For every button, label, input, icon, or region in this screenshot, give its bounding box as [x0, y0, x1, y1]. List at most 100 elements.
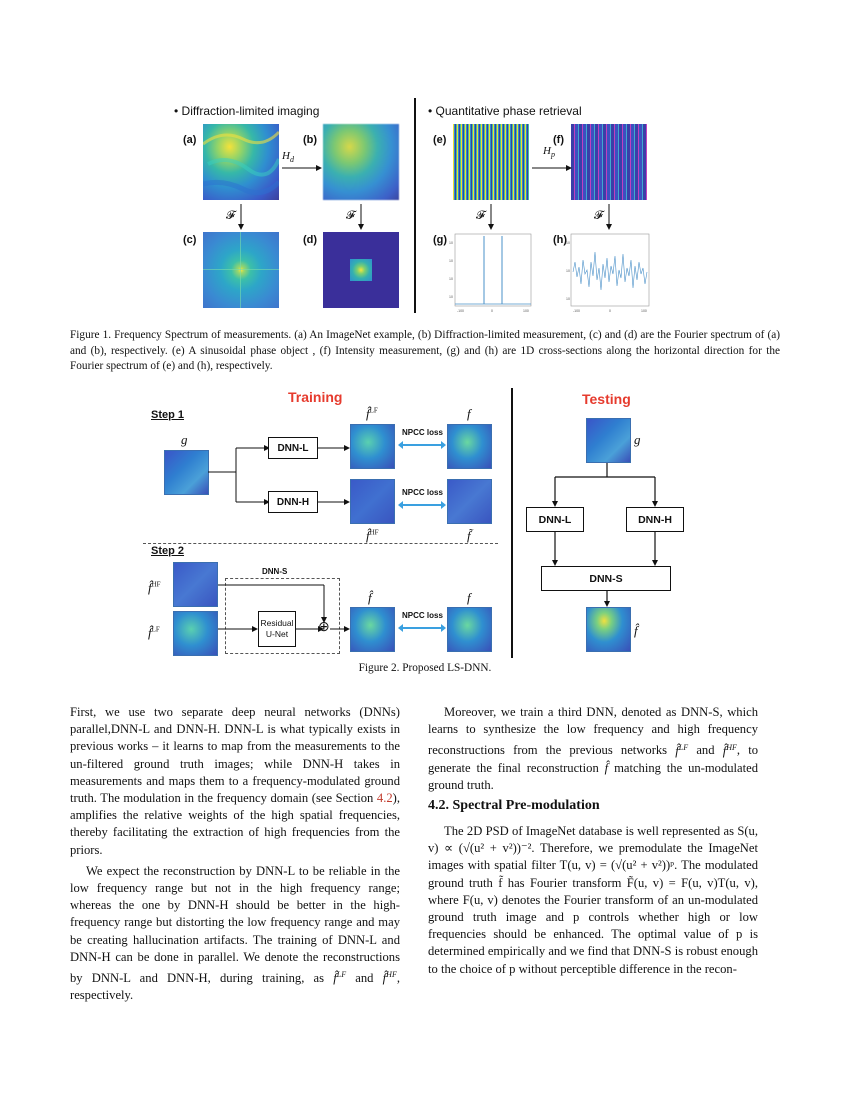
npcc-arrow-1	[398, 441, 446, 449]
svg-text:10: 10	[566, 269, 570, 273]
svg-text:100: 100	[523, 309, 529, 313]
dnn-l-box-test: DNN-L	[526, 507, 584, 532]
label-c: (c)	[183, 234, 197, 246]
image-f-tilde	[447, 479, 492, 524]
test-input-image-g	[586, 418, 631, 463]
arrow-a-to-c	[238, 204, 244, 230]
label-f-tilde: f̃	[467, 528, 471, 543]
svg-text:-100: -100	[573, 309, 580, 313]
step1-label: Step 1	[151, 409, 185, 421]
label-fhat-final: f̂	[368, 590, 372, 605]
svg-text:-100: -100	[457, 309, 464, 313]
image-f-step2	[447, 607, 492, 652]
npcc-label-1: NPCC loss	[402, 428, 443, 437]
right-paragraph-2: The 2D PSD of ImageNet database is well …	[428, 824, 758, 976]
label-g-input: g	[181, 432, 188, 447]
label-e: (e)	[433, 134, 447, 146]
npcc-label-3: NPCC loss	[402, 611, 443, 620]
panel-e-phase-object	[453, 124, 529, 200]
image-fhat-hf-step2	[173, 562, 218, 607]
image-fhat-lf	[350, 424, 395, 469]
dnn-s-box-test: DNN-S	[541, 566, 671, 591]
test-merge-arrows	[552, 532, 658, 566]
test-label-g: g	[634, 432, 641, 447]
npcc-arrow-3	[398, 624, 446, 632]
test-output-image-fhat	[586, 607, 631, 652]
test-output-arrow	[604, 591, 610, 607]
step1-output-arrows	[318, 445, 350, 505]
image-fhat-lf-step2	[173, 611, 218, 656]
figure2-divider	[511, 388, 513, 658]
panel-c-spectrum	[203, 232, 279, 308]
figure1-divider	[414, 98, 416, 313]
test-label-fhat: f̂	[634, 623, 638, 638]
svg-text:10: 10	[449, 241, 453, 245]
label-fhat-hf-step2: f̂HF	[148, 580, 161, 595]
left-paragraph-1: First, we use two separate deep neural n…	[70, 705, 400, 857]
right-column-section: The 2D PSD of ImageNet database is well …	[428, 823, 758, 978]
image-f-ground-truth	[447, 424, 492, 469]
fourier-f: 𝓕	[594, 208, 603, 222]
npcc-label-2: NPCC loss	[402, 488, 443, 497]
step1-branch-lines	[208, 445, 270, 505]
sum-operator: ⊕	[318, 620, 330, 635]
label-f-step2: f	[467, 590, 471, 605]
svg-text:10: 10	[449, 295, 453, 299]
image-fhat-final	[350, 607, 395, 652]
panel-a-image	[203, 124, 279, 200]
test-branch-lines	[552, 463, 658, 507]
dnn-h-box-train: DNN-H	[268, 491, 318, 513]
fourier-a: 𝓕	[226, 208, 235, 222]
fourier-b: 𝓕	[346, 208, 355, 222]
left-column: First, we use two separate deep neural n…	[70, 704, 400, 1005]
figure1-caption: Figure 1. Frequency Spectrum of measurem…	[70, 329, 780, 372]
image-fhat-hf	[350, 479, 395, 524]
section-heading: 4.2. Spectral Pre-modulation	[428, 798, 600, 813]
input-image-g	[164, 450, 209, 495]
label-fhat-hf-bottom: f̂HF	[366, 528, 379, 543]
dnn-l-box-train: DNN-L	[268, 437, 318, 459]
svg-text:10: 10	[566, 241, 570, 245]
label-fhat-lf-top: f̂LF	[366, 406, 378, 421]
dnn-s-label-train: DNN-S	[262, 567, 288, 576]
left-heading: • Diffraction-limited imaging	[174, 104, 320, 118]
npcc-arrow-2	[398, 501, 446, 509]
right-column: Moreover, we train a third DNN, denoted …	[428, 704, 758, 794]
label-a: (a)	[183, 134, 197, 146]
dnn-h-box-test: DNN-H	[626, 507, 684, 532]
training-title: Training	[288, 389, 343, 405]
label-g: (g)	[433, 234, 448, 246]
dnn-s-dashed-region	[225, 578, 340, 654]
step2-connections	[218, 584, 350, 632]
left-paragraph-2: We expect the reconstruction by DNN-L to…	[70, 863, 400, 1003]
label-f: (f)	[553, 134, 564, 146]
label-d: (d)	[303, 234, 318, 246]
step-separator	[143, 543, 498, 544]
step2-label: Step 2	[151, 545, 185, 557]
svg-text:0: 0	[491, 309, 493, 313]
svg-text:10: 10	[449, 277, 453, 281]
arrow-a-to-b	[282, 165, 322, 171]
testing-title: Testing	[582, 391, 631, 407]
label-h: (h)	[553, 234, 568, 246]
operator-hp: Hp	[543, 145, 555, 160]
svg-text:0: 0	[609, 309, 611, 313]
section-ref-link[interactable]: 4.2	[376, 791, 393, 806]
arrow-f-to-h	[606, 204, 612, 230]
arrow-b-to-d	[358, 204, 364, 230]
right-paragraph-1: Moreover, we train a third DNN, denoted …	[428, 705, 759, 792]
arrow-e-to-g	[488, 204, 494, 230]
svg-text:10: 10	[449, 259, 453, 263]
svg-text:10: 10	[566, 297, 570, 301]
right-heading: • Quantitative phase retrieval	[428, 104, 582, 118]
operator-hd: Hd	[282, 150, 294, 165]
label-f-top: f	[467, 406, 471, 421]
panel-d-spectrum	[323, 232, 399, 308]
svg-text:100: 100	[641, 309, 647, 313]
label-fhat-lf-step2: f̂LF	[148, 625, 160, 640]
panel-g-cross-section: 10 10 10 10 -100 0 100	[449, 233, 532, 313]
fourier-e: 𝓕	[476, 208, 485, 222]
label-b: (b)	[303, 134, 318, 146]
panel-h-cross-section: 10 10 10 -100 0 100	[566, 233, 650, 313]
